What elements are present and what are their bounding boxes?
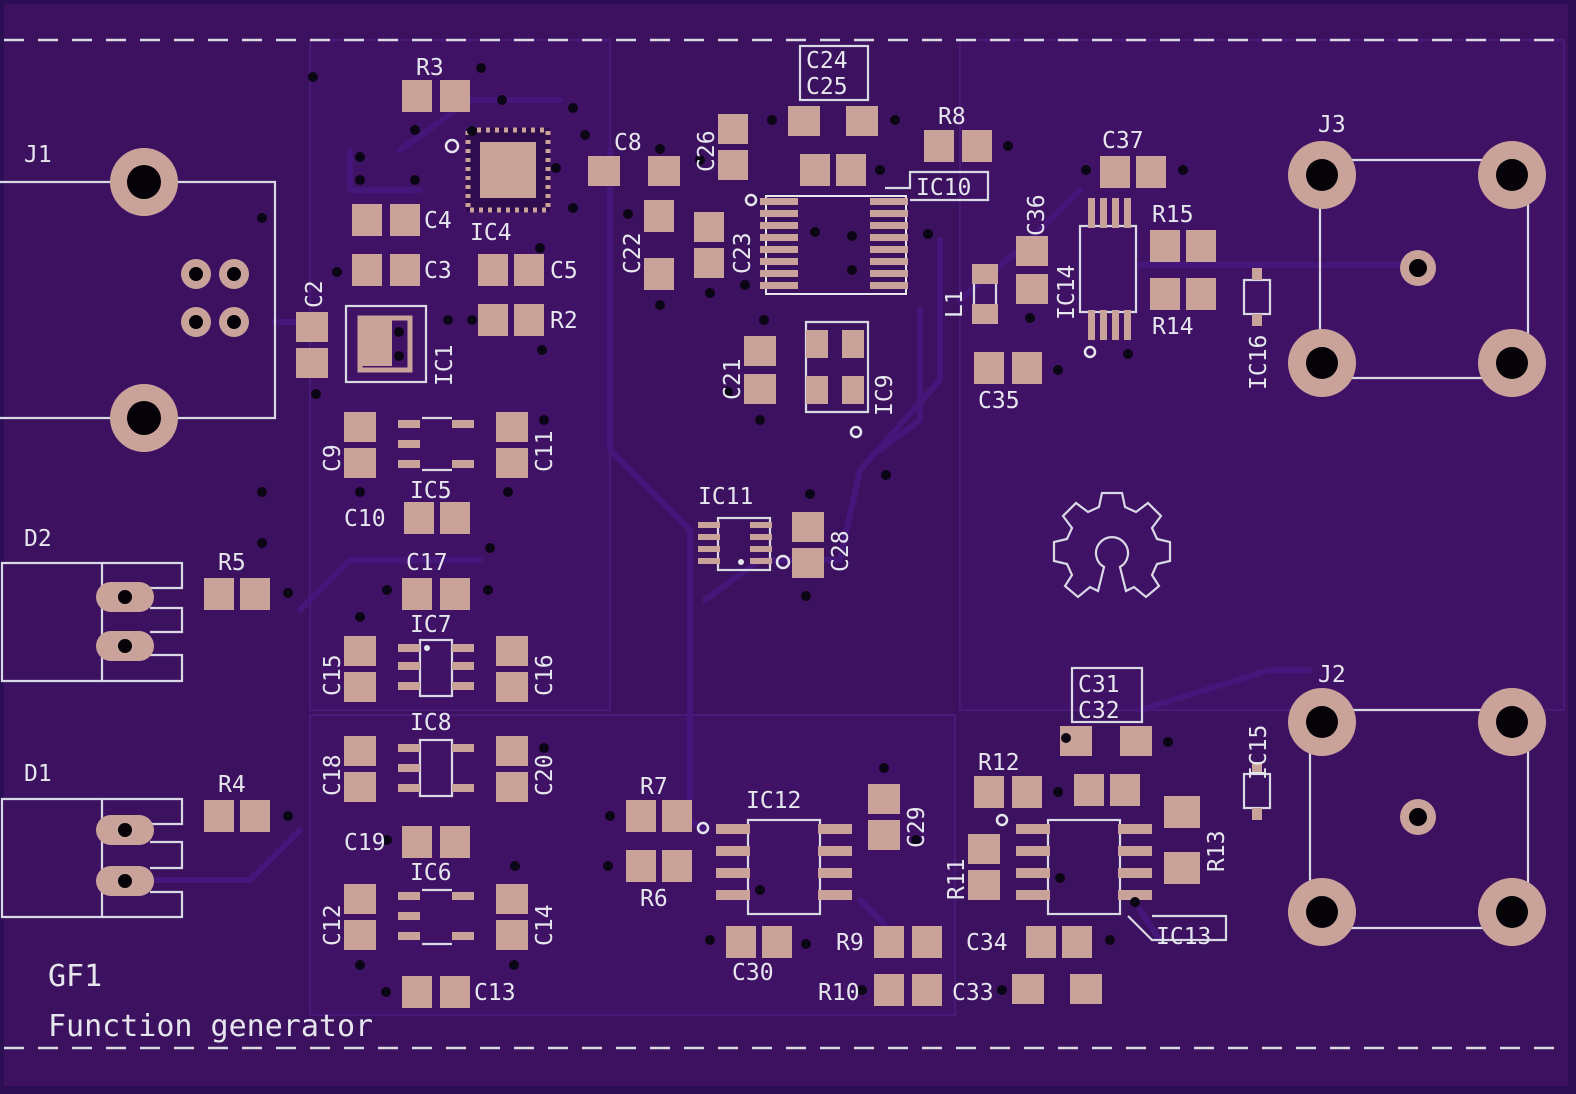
ic12	[696, 818, 852, 916]
label-r10: R10	[818, 980, 860, 1006]
ic8	[398, 738, 474, 798]
label-r11: R11	[944, 858, 970, 900]
label-ic15: IC15	[1246, 725, 1272, 780]
ic5	[398, 416, 474, 472]
led-d1	[0, 797, 184, 919]
connector-j1	[0, 148, 277, 452]
label-r6: R6	[640, 886, 668, 912]
ic9	[804, 320, 870, 439]
ic6	[398, 888, 474, 946]
ic14	[1078, 198, 1138, 359]
label-c5: C5	[550, 258, 578, 284]
label-c3: C3	[424, 258, 452, 284]
label-ic16: IC16	[1246, 335, 1272, 390]
label-r14: R14	[1152, 314, 1194, 340]
label-c36: C36	[1024, 194, 1050, 236]
oshw-gear-icon	[1052, 491, 1172, 599]
label-ic1: IC1	[432, 344, 458, 386]
board-subtitle: Function generator	[48, 1009, 373, 1044]
label-j1: J1	[24, 142, 52, 168]
label-ic14: IC14	[1054, 265, 1080, 320]
ic10-tssop	[744, 170, 990, 295]
c24-c25-labelbox	[798, 44, 870, 102]
label-l1: L1	[942, 290, 968, 318]
label-c24: C24	[806, 48, 848, 74]
label-c19: C19	[344, 830, 386, 856]
connector-j2	[1288, 688, 1546, 946]
label-c21: C21	[720, 358, 746, 400]
label-c16: C16	[532, 654, 558, 696]
label-r7: R7	[640, 774, 668, 800]
label-c9: C9	[320, 444, 346, 472]
label-c13: C13	[474, 980, 516, 1006]
label-c17: C17	[406, 550, 448, 576]
label-c20: C20	[532, 754, 558, 796]
label-ic8: IC8	[410, 710, 452, 736]
vias	[257, 63, 1188, 997]
ic4-qfn	[444, 127, 551, 213]
label-c4: C4	[424, 208, 452, 234]
label-c15: C15	[320, 654, 346, 696]
label-c31: C31	[1078, 672, 1120, 698]
ic13	[995, 813, 1228, 942]
label-c26: C26	[694, 130, 720, 172]
ic7	[398, 638, 474, 698]
label-c18: C18	[320, 754, 346, 796]
label-r12: R12	[978, 750, 1020, 776]
label-c12: C12	[320, 904, 346, 946]
connector-j3	[1288, 141, 1546, 397]
label-ic10: IC10	[916, 175, 971, 201]
label-j2: J2	[1318, 662, 1346, 688]
label-c32: C32	[1078, 698, 1120, 724]
label-r8: R8	[938, 104, 966, 130]
led-d2	[0, 561, 184, 683]
label-ic9: IC9	[872, 374, 898, 416]
label-c29: C29	[904, 806, 930, 848]
label-ic13: IC13	[1156, 924, 1211, 950]
label-c25: C25	[806, 74, 848, 100]
ic11	[698, 516, 791, 572]
ic1-regulator	[344, 304, 428, 384]
label-r15: R15	[1152, 202, 1194, 228]
label-ic5: IC5	[410, 478, 452, 504]
label-c33: C33	[952, 980, 994, 1006]
c31-c32-labelbox	[1070, 666, 1144, 724]
ic16	[1242, 268, 1272, 326]
label-d1: D1	[24, 761, 52, 787]
label-ic7: IC7	[410, 612, 452, 638]
label-c30: C30	[732, 960, 774, 986]
label-r5: R5	[218, 550, 246, 576]
board-title: GF1	[48, 959, 102, 994]
label-j3: J3	[1318, 112, 1346, 138]
passive-pads	[204, 80, 1216, 1008]
label-ic6: IC6	[410, 860, 452, 886]
label-r13: R13	[1204, 830, 1230, 872]
label-r2: R2	[550, 308, 578, 334]
label-c10: C10	[344, 506, 386, 532]
ic15	[1242, 762, 1272, 820]
label-c23: C23	[730, 232, 756, 274]
label-c35: C35	[978, 388, 1020, 414]
label-ic4: IC4	[470, 220, 512, 246]
copper-pour	[309, 39, 1565, 1016]
label-c2: C2	[302, 280, 328, 308]
label-ic11: IC11	[698, 484, 753, 510]
label-c8: C8	[614, 130, 642, 156]
label-r3: R3	[416, 55, 444, 81]
label-c34: C34	[966, 930, 1008, 956]
label-c22: C22	[620, 232, 646, 274]
label-c37: C37	[1102, 128, 1144, 154]
label-ic12: IC12	[746, 788, 801, 814]
label-r4: R4	[218, 772, 246, 798]
inductor-l1	[972, 264, 998, 324]
label-c28: C28	[828, 530, 854, 572]
label-r9: R9	[836, 930, 864, 956]
label-c14: C14	[532, 904, 558, 946]
label-d2: D2	[24, 526, 52, 552]
label-c11: C11	[532, 430, 558, 472]
